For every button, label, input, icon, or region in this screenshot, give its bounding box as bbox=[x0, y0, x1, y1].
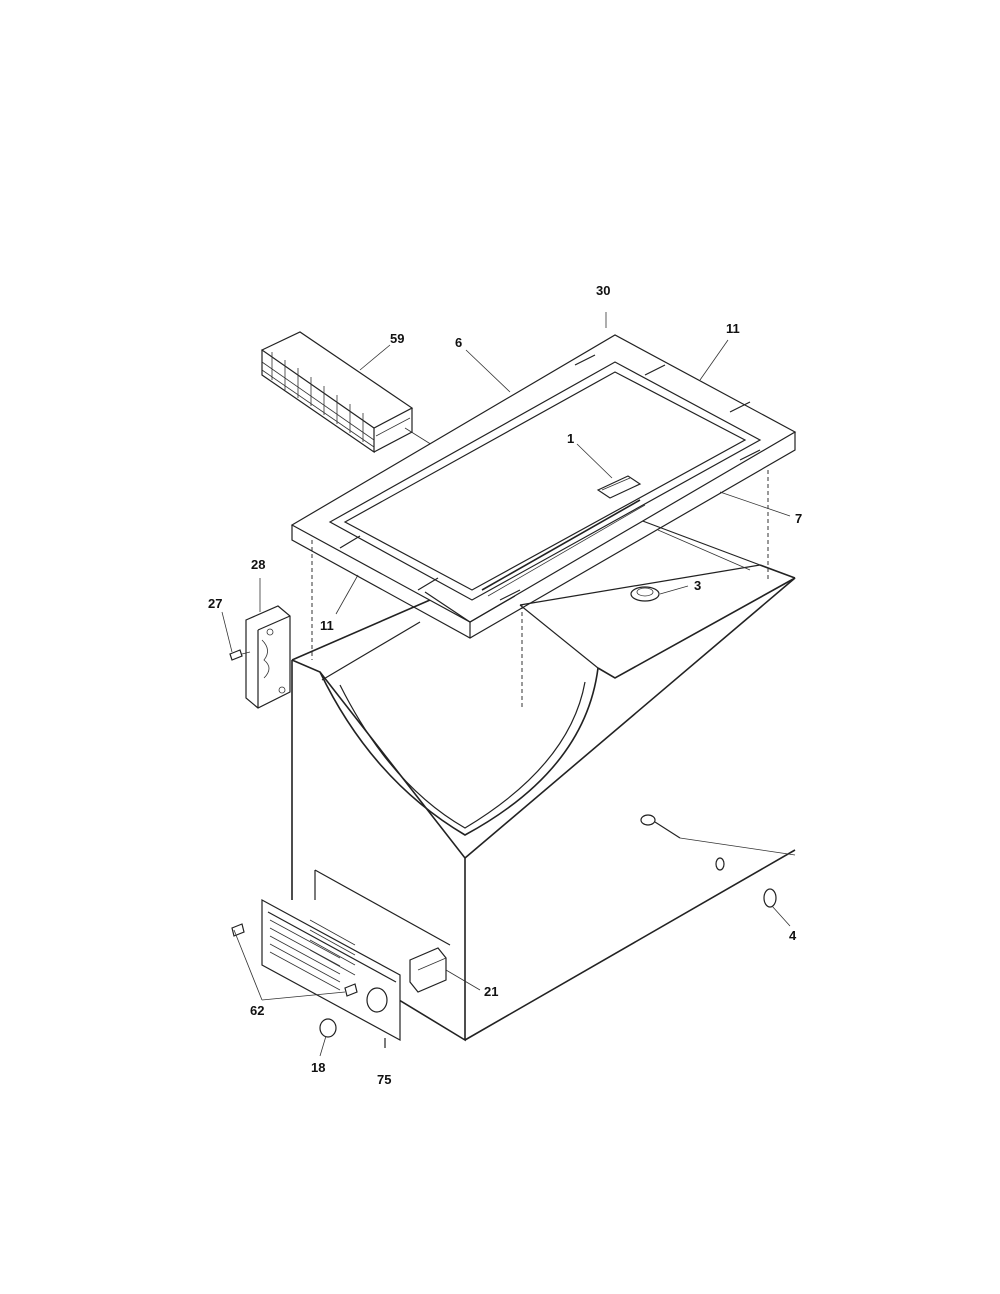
callout-59: 59 bbox=[390, 331, 404, 346]
callout-7: 7 bbox=[795, 511, 802, 526]
callout-62: 62 bbox=[250, 1003, 264, 1018]
callout-21: 21 bbox=[484, 984, 498, 999]
part-59-basket bbox=[260, 331, 414, 454]
callout-1: 1 bbox=[567, 431, 574, 446]
callout-6: 6 bbox=[455, 335, 462, 350]
breaker-frame bbox=[290, 334, 797, 639]
callout-11-top: 11 bbox=[726, 321, 740, 336]
callout-3: 3 bbox=[694, 578, 701, 593]
leader-lines bbox=[221, 312, 791, 1057]
callout-11-left: 11 bbox=[320, 618, 334, 633]
part-27-screw bbox=[229, 649, 251, 661]
part-28-hinge bbox=[245, 605, 291, 709]
callout-28: 28 bbox=[251, 557, 265, 572]
part-18-knob bbox=[319, 1018, 337, 1038]
callout-75: 75 bbox=[377, 1072, 391, 1087]
part-1-clip bbox=[596, 475, 642, 499]
callout-labels: 30 11 59 6 1 7 28 3 27 11 4 21 62 18 75 bbox=[208, 283, 802, 1087]
part-3-drain-plug bbox=[630, 586, 660, 602]
part-75-grille bbox=[261, 869, 451, 1048]
callout-27: 27 bbox=[208, 596, 222, 611]
callout-4: 4 bbox=[789, 928, 797, 943]
part-4-lock bbox=[640, 814, 796, 908]
part-21-thermostat bbox=[409, 947, 447, 993]
freezer-cabinet bbox=[291, 519, 796, 1042]
callout-18: 18 bbox=[311, 1060, 325, 1075]
callout-30: 30 bbox=[596, 283, 610, 298]
